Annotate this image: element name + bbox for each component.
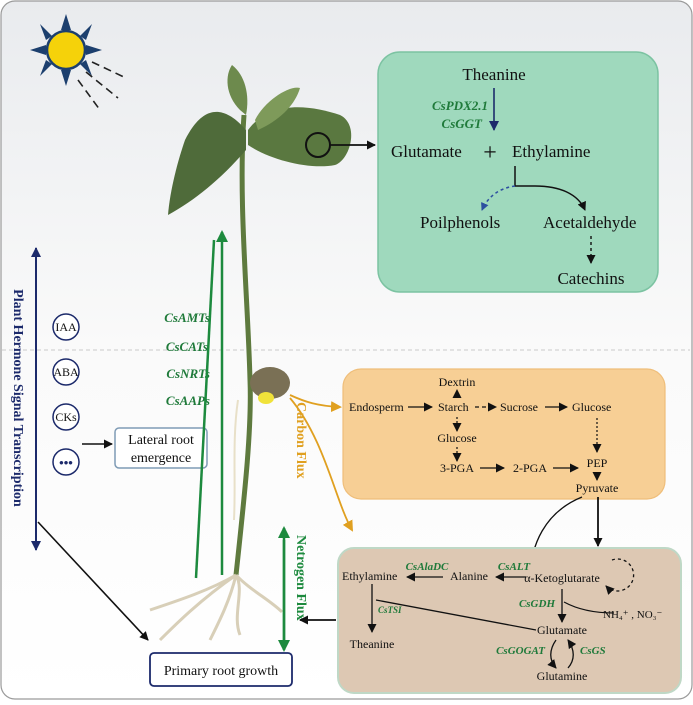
hormone-cks: CKs <box>55 410 77 424</box>
pyruvate-label: Pyruvate <box>576 481 619 495</box>
hormone-signal-section: Plant Hermone Signal Transcription IAA A… <box>10 247 293 687</box>
theanine-n-label: Theanine <box>350 637 395 651</box>
lateral-root-line2: emergence <box>131 451 191 466</box>
gene-csgdh: CsGDH <box>519 598 556 610</box>
gene-csalt: CsALT <box>498 561 531 573</box>
primary-root-box <box>149 652 293 687</box>
hormone-aba: ABA <box>53 365 79 379</box>
glucose1-label: Glucose <box>572 400 611 414</box>
sun-icon <box>30 14 127 111</box>
flux-section: Carbon Flux Netrogen Flux <box>289 394 353 625</box>
tea-seedling-illustration <box>149 65 376 642</box>
poilphenols-label: Poilphenols <box>420 213 500 232</box>
gene-csgogat: CsGOGAT <box>496 645 546 657</box>
gene-cscats: CsCATs <box>166 339 208 354</box>
gene-csamts: CsAMTs <box>164 310 210 325</box>
nitrogen-metabolism-box: Ethylamine Alanine α-Ketoglutarate CsALT… <box>337 547 682 694</box>
gene-csggt: CsGGT <box>442 116 484 131</box>
pga2-label: 2-PGA <box>513 461 547 475</box>
pga3-label: 3-PGA <box>440 461 474 475</box>
gene-cspdx2-1: CsPDX2.1 <box>432 98 488 113</box>
transporters-section: CsAMTs CsCATs CsNRTs CsAAPs <box>164 230 290 652</box>
plus-sign: + <box>483 140 497 166</box>
catechins-label: Catechins <box>557 269 624 288</box>
gene-csaladc: CsAlaDC <box>406 561 449 573</box>
ethylamine-label: Ethylamine <box>512 142 590 161</box>
theanine-metabolism-box: Theanine CsPDX2.1 CsGGT Glutamate + Ethy… <box>377 51 659 293</box>
glucose2-label: Glucose <box>437 431 476 445</box>
sucrose-label: Sucrose <box>500 400 538 414</box>
glutamate-label: Glutamate <box>391 142 462 161</box>
pep-label: PEP <box>587 456 608 470</box>
hormone-iaa: IAA <box>55 320 77 334</box>
ketoglutarate-label: α-Ketoglutarate <box>524 571 600 585</box>
gene-cstsi: CsTSI <box>378 605 402 615</box>
glutamine-label: Glutamine <box>537 669 588 683</box>
carbon-flux-label: Carbon Flux <box>293 402 308 479</box>
lateral-root-line1: Lateral root <box>128 433 194 448</box>
hormone-signal-title: Plant Hermone Signal Transcription <box>10 289 25 507</box>
carbon-metabolism-box: Dextrin Endosperm Starch Sucrose Glucose… <box>342 368 666 500</box>
nitrogen-flux-label: Netrogen Flux <box>293 535 308 621</box>
gene-csnrts: CsNRTs <box>166 366 210 381</box>
ethylamine-n-label: Ethylamine <box>342 569 397 583</box>
dextrin-label: Dextrin <box>439 375 476 389</box>
hormone-more: ••• <box>59 455 73 470</box>
alanine-label: Alanine <box>450 569 488 583</box>
ammonium-label: NH₄⁺ , NO₃⁻ <box>603 609 663 621</box>
starch-label: Starch <box>438 400 469 414</box>
lateral-root-box <box>114 427 208 469</box>
endosperm-label: Endosperm <box>349 400 404 414</box>
gene-csaaps: CsAAPs <box>166 393 210 408</box>
theanine-label: Theanine <box>462 65 525 84</box>
gene-csgs: CsGS <box>580 645 606 657</box>
acetaldehyde-label: Acetaldehyde <box>543 213 636 232</box>
primary-root-label: Primary root growth <box>164 664 278 679</box>
glutamate-n-label: Glutamate <box>537 623 587 637</box>
